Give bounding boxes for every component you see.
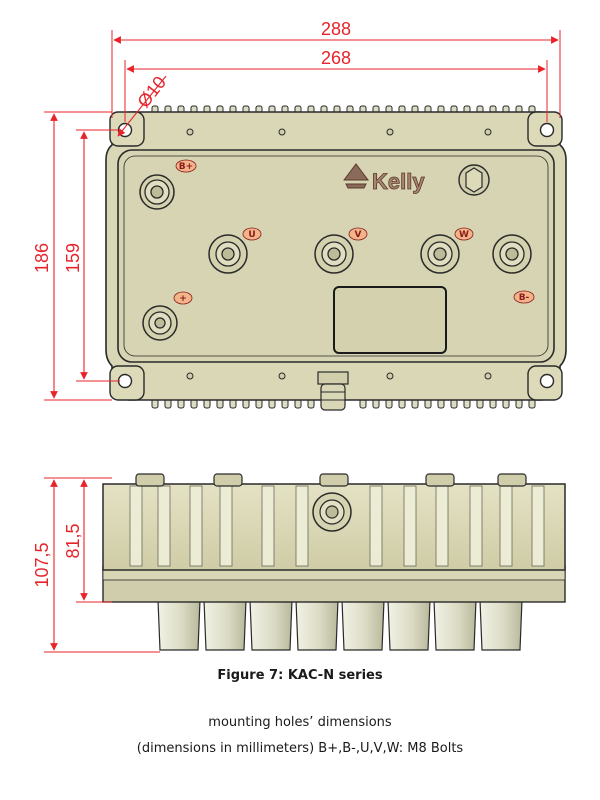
dim-hole-spacing-height: 159: [63, 129, 120, 382]
dim-overall-width: 288: [111, 19, 561, 118]
side-fin: [157, 599, 201, 651]
label-badge-plus: [173, 291, 193, 305]
terminal-b-plus: [139, 174, 175, 210]
dim-side-body-height-label: 81,5: [63, 523, 83, 558]
label-badge-v: [348, 227, 368, 241]
figure-caption-line1: mounting holes’ dimensions: [208, 715, 392, 730]
label-badge-b-plus: [175, 159, 197, 173]
side-rib: [499, 485, 513, 567]
mounting-hole-tl: [117, 122, 133, 138]
terminal-b-minus: [492, 234, 532, 274]
dim-side-overall-height-label: 107,5: [32, 542, 52, 587]
label-b-minus: B-: [519, 293, 530, 303]
dim-side-overall-height: 107,5: [32, 477, 160, 653]
top-view: Kelly: [32, 19, 567, 411]
side-rib: [295, 485, 309, 567]
terminal-labels: B+ U V W + B-: [173, 159, 535, 305]
label-badge-u: [242, 227, 262, 241]
dim-side-body-height: 81,5: [63, 477, 112, 603]
terminal-u: [208, 234, 248, 274]
mounting-hole-tr: [539, 122, 555, 138]
hex-vent: [458, 164, 490, 196]
side-fin: [387, 599, 431, 651]
side-rib: [469, 485, 483, 567]
side-rib: [435, 485, 449, 567]
side-housing-ribs: [129, 485, 545, 567]
terminal-w: [420, 234, 460, 274]
side-fin: [433, 599, 477, 651]
dim-hole-spacing-width-label: 268: [321, 48, 351, 68]
mounting-hole-bl: [117, 373, 133, 389]
lid-screws: [186, 128, 492, 380]
side-rib: [261, 485, 275, 567]
side-view: 107,5 81,5: [32, 473, 566, 653]
side-view-fins: [157, 599, 523, 651]
label-v: V: [355, 230, 362, 240]
side-fin: [249, 599, 293, 651]
side-terminal-cap: [319, 473, 349, 487]
side-rib: [189, 485, 203, 567]
dim-overall-width-label: 288: [321, 19, 351, 39]
figure-caption-line2: (dimensions in millimeters) B+,B-,U,V,W:…: [136, 741, 464, 756]
side-rib: [129, 485, 143, 567]
dim-hole-spacing-width: 268: [124, 48, 548, 122]
side-rib: [403, 485, 417, 567]
side-fin: [295, 599, 339, 651]
side-rib: [531, 485, 545, 567]
figure-caption-title: Figure 7: KAC-N series: [217, 668, 383, 683]
side-rib: [369, 485, 383, 567]
dim-overall-height: 186: [32, 111, 112, 401]
side-fin: [479, 599, 523, 651]
kelly-logo-text: Kelly: [372, 169, 425, 194]
label-plate: [333, 286, 447, 354]
power-terminals: [139, 174, 532, 341]
label-w: W: [459, 230, 469, 240]
terminal-plus: [142, 305, 178, 341]
cable-gland: [317, 371, 349, 411]
side-rib: [219, 485, 233, 567]
label-plus: +: [179, 294, 187, 304]
kelly-logo: Kelly: [343, 163, 426, 194]
housing-lid-inner: [123, 155, 549, 357]
side-flange: [102, 569, 566, 581]
side-terminal-cap: [135, 473, 165, 487]
side-fin: [203, 599, 247, 651]
dim-overall-height-label: 186: [32, 243, 52, 273]
side-terminal-cap: [425, 473, 455, 487]
label-u: U: [248, 230, 255, 240]
mounting-hole-br: [539, 373, 555, 389]
side-terminal-caps: [135, 473, 527, 487]
kelly-logo-mark-icon: [343, 163, 369, 189]
label-b-plus: B+: [179, 162, 193, 172]
side-fin: [341, 599, 385, 651]
terminal-v: [314, 234, 354, 274]
side-cable-gland: [312, 492, 352, 532]
side-rib: [157, 485, 171, 567]
dim-hole-spacing-height-label: 159: [63, 243, 83, 273]
label-badge-w: [454, 227, 474, 241]
side-terminal-cap: [497, 473, 527, 487]
label-badge-b-minus: [513, 290, 535, 304]
side-terminal-cap: [213, 473, 243, 487]
